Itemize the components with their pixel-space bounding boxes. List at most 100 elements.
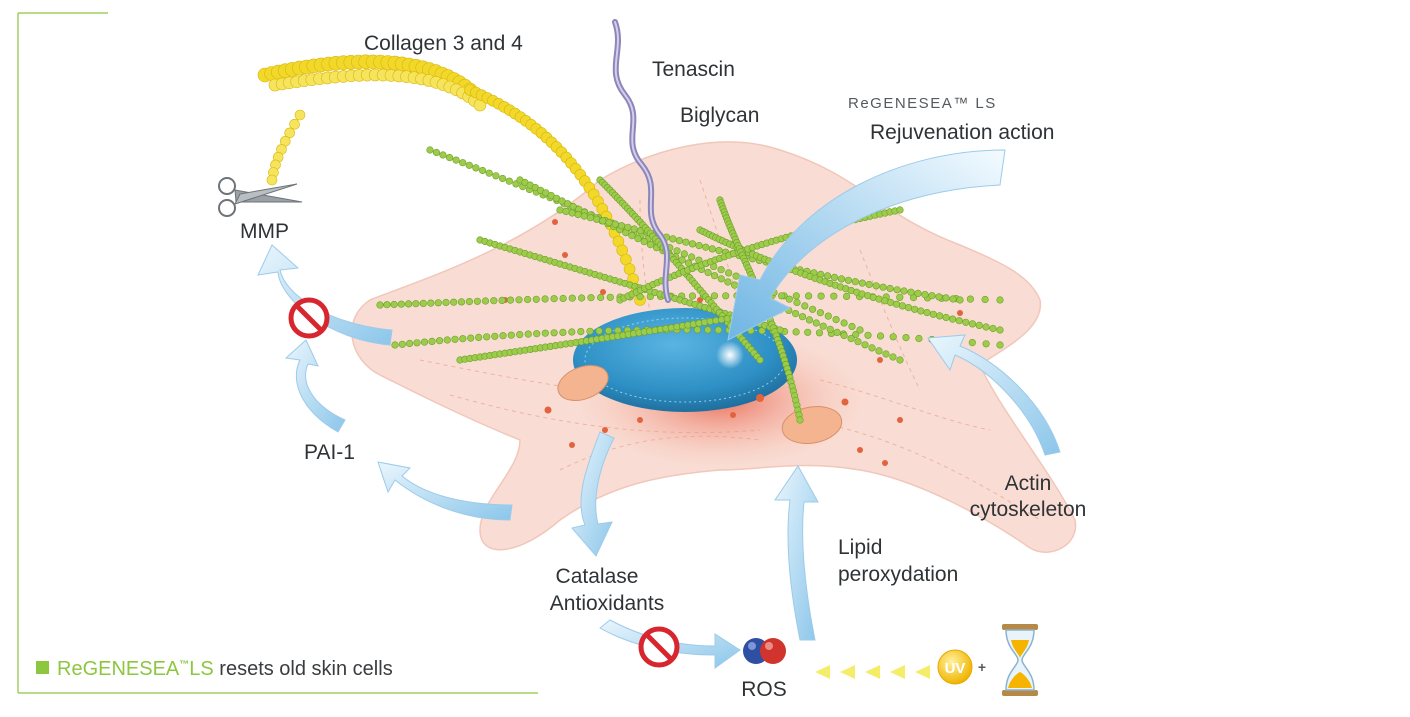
bead (808, 305, 817, 313)
uv-icon: UV (937, 649, 973, 685)
arrow-lipid-up (774, 465, 819, 641)
bead (499, 332, 507, 340)
bead (956, 296, 964, 304)
bead (708, 245, 716, 253)
bead (568, 328, 576, 336)
bead (568, 209, 576, 217)
bead (457, 298, 466, 306)
bead (439, 151, 447, 159)
bead (886, 298, 895, 307)
bead (506, 296, 515, 304)
bead (559, 294, 567, 303)
bead (837, 275, 846, 283)
bead (490, 297, 498, 305)
bead (465, 298, 474, 306)
caption-text: resets old skin cells (213, 658, 393, 680)
bead (673, 247, 681, 255)
bead (942, 313, 950, 322)
catalase-label-line2: Antioxidants (550, 592, 664, 615)
bead (966, 295, 975, 303)
bead (851, 278, 859, 286)
bead (804, 292, 813, 300)
hourglass-icon (1002, 624, 1038, 696)
bead (596, 293, 605, 302)
bead (688, 292, 697, 300)
bead (413, 339, 421, 347)
biglycan-label: Biglycan (680, 104, 759, 127)
bead (844, 276, 853, 284)
mmp-label: MMP (240, 220, 289, 243)
bead (848, 322, 856, 331)
bead (443, 336, 451, 344)
bead (606, 293, 614, 301)
bead (816, 309, 825, 317)
bead (559, 328, 567, 337)
bead (505, 177, 513, 185)
bead (294, 109, 306, 121)
bead (824, 312, 832, 320)
bead (634, 235, 642, 243)
bead (819, 322, 827, 330)
bead (896, 206, 904, 214)
bead (467, 334, 475, 342)
bead (955, 317, 963, 325)
bead (481, 297, 490, 305)
bead (826, 325, 834, 333)
bead (796, 416, 804, 424)
bead (710, 292, 719, 300)
caption-tm: ™ (179, 659, 190, 671)
bead (833, 328, 841, 337)
bead (427, 299, 435, 307)
bead (868, 344, 876, 352)
bead (611, 220, 619, 228)
bead (949, 295, 957, 303)
bead (882, 350, 890, 358)
bead (580, 212, 588, 220)
bead (693, 326, 702, 334)
bead (426, 146, 434, 154)
bead (383, 301, 391, 309)
bead (996, 326, 1004, 334)
bead (710, 272, 719, 280)
bead (419, 299, 427, 308)
bead (917, 307, 925, 315)
actin-label-line1: Actin (1005, 472, 1052, 495)
bead (684, 259, 693, 267)
bead (541, 295, 549, 303)
bead (289, 118, 300, 130)
bead (541, 329, 549, 337)
bead (989, 324, 997, 333)
bead (864, 331, 872, 339)
bead (975, 321, 983, 330)
bead (577, 294, 586, 302)
bead (682, 238, 690, 246)
bead (756, 356, 764, 364)
bead (717, 266, 725, 274)
bead (704, 268, 712, 277)
bead (577, 328, 585, 336)
bead (465, 161, 473, 169)
bead (568, 294, 576, 302)
bead (680, 250, 688, 258)
tenascin-highlight (614, 21, 669, 301)
bead (420, 338, 429, 346)
bead (817, 292, 825, 300)
bead (872, 282, 880, 290)
bead (823, 272, 832, 280)
particles (502, 219, 963, 466)
bead (758, 327, 766, 335)
bead (948, 315, 957, 323)
bead (452, 156, 460, 164)
bead (962, 318, 970, 326)
bead (842, 292, 851, 301)
bead (896, 293, 904, 301)
bead (472, 164, 480, 172)
bead (398, 340, 406, 348)
collagen-label: Collagen 3 and 4 (364, 32, 523, 55)
bead (996, 341, 1004, 349)
molecule-icon (743, 638, 786, 664)
bead (715, 246, 723, 255)
bead (516, 331, 524, 339)
